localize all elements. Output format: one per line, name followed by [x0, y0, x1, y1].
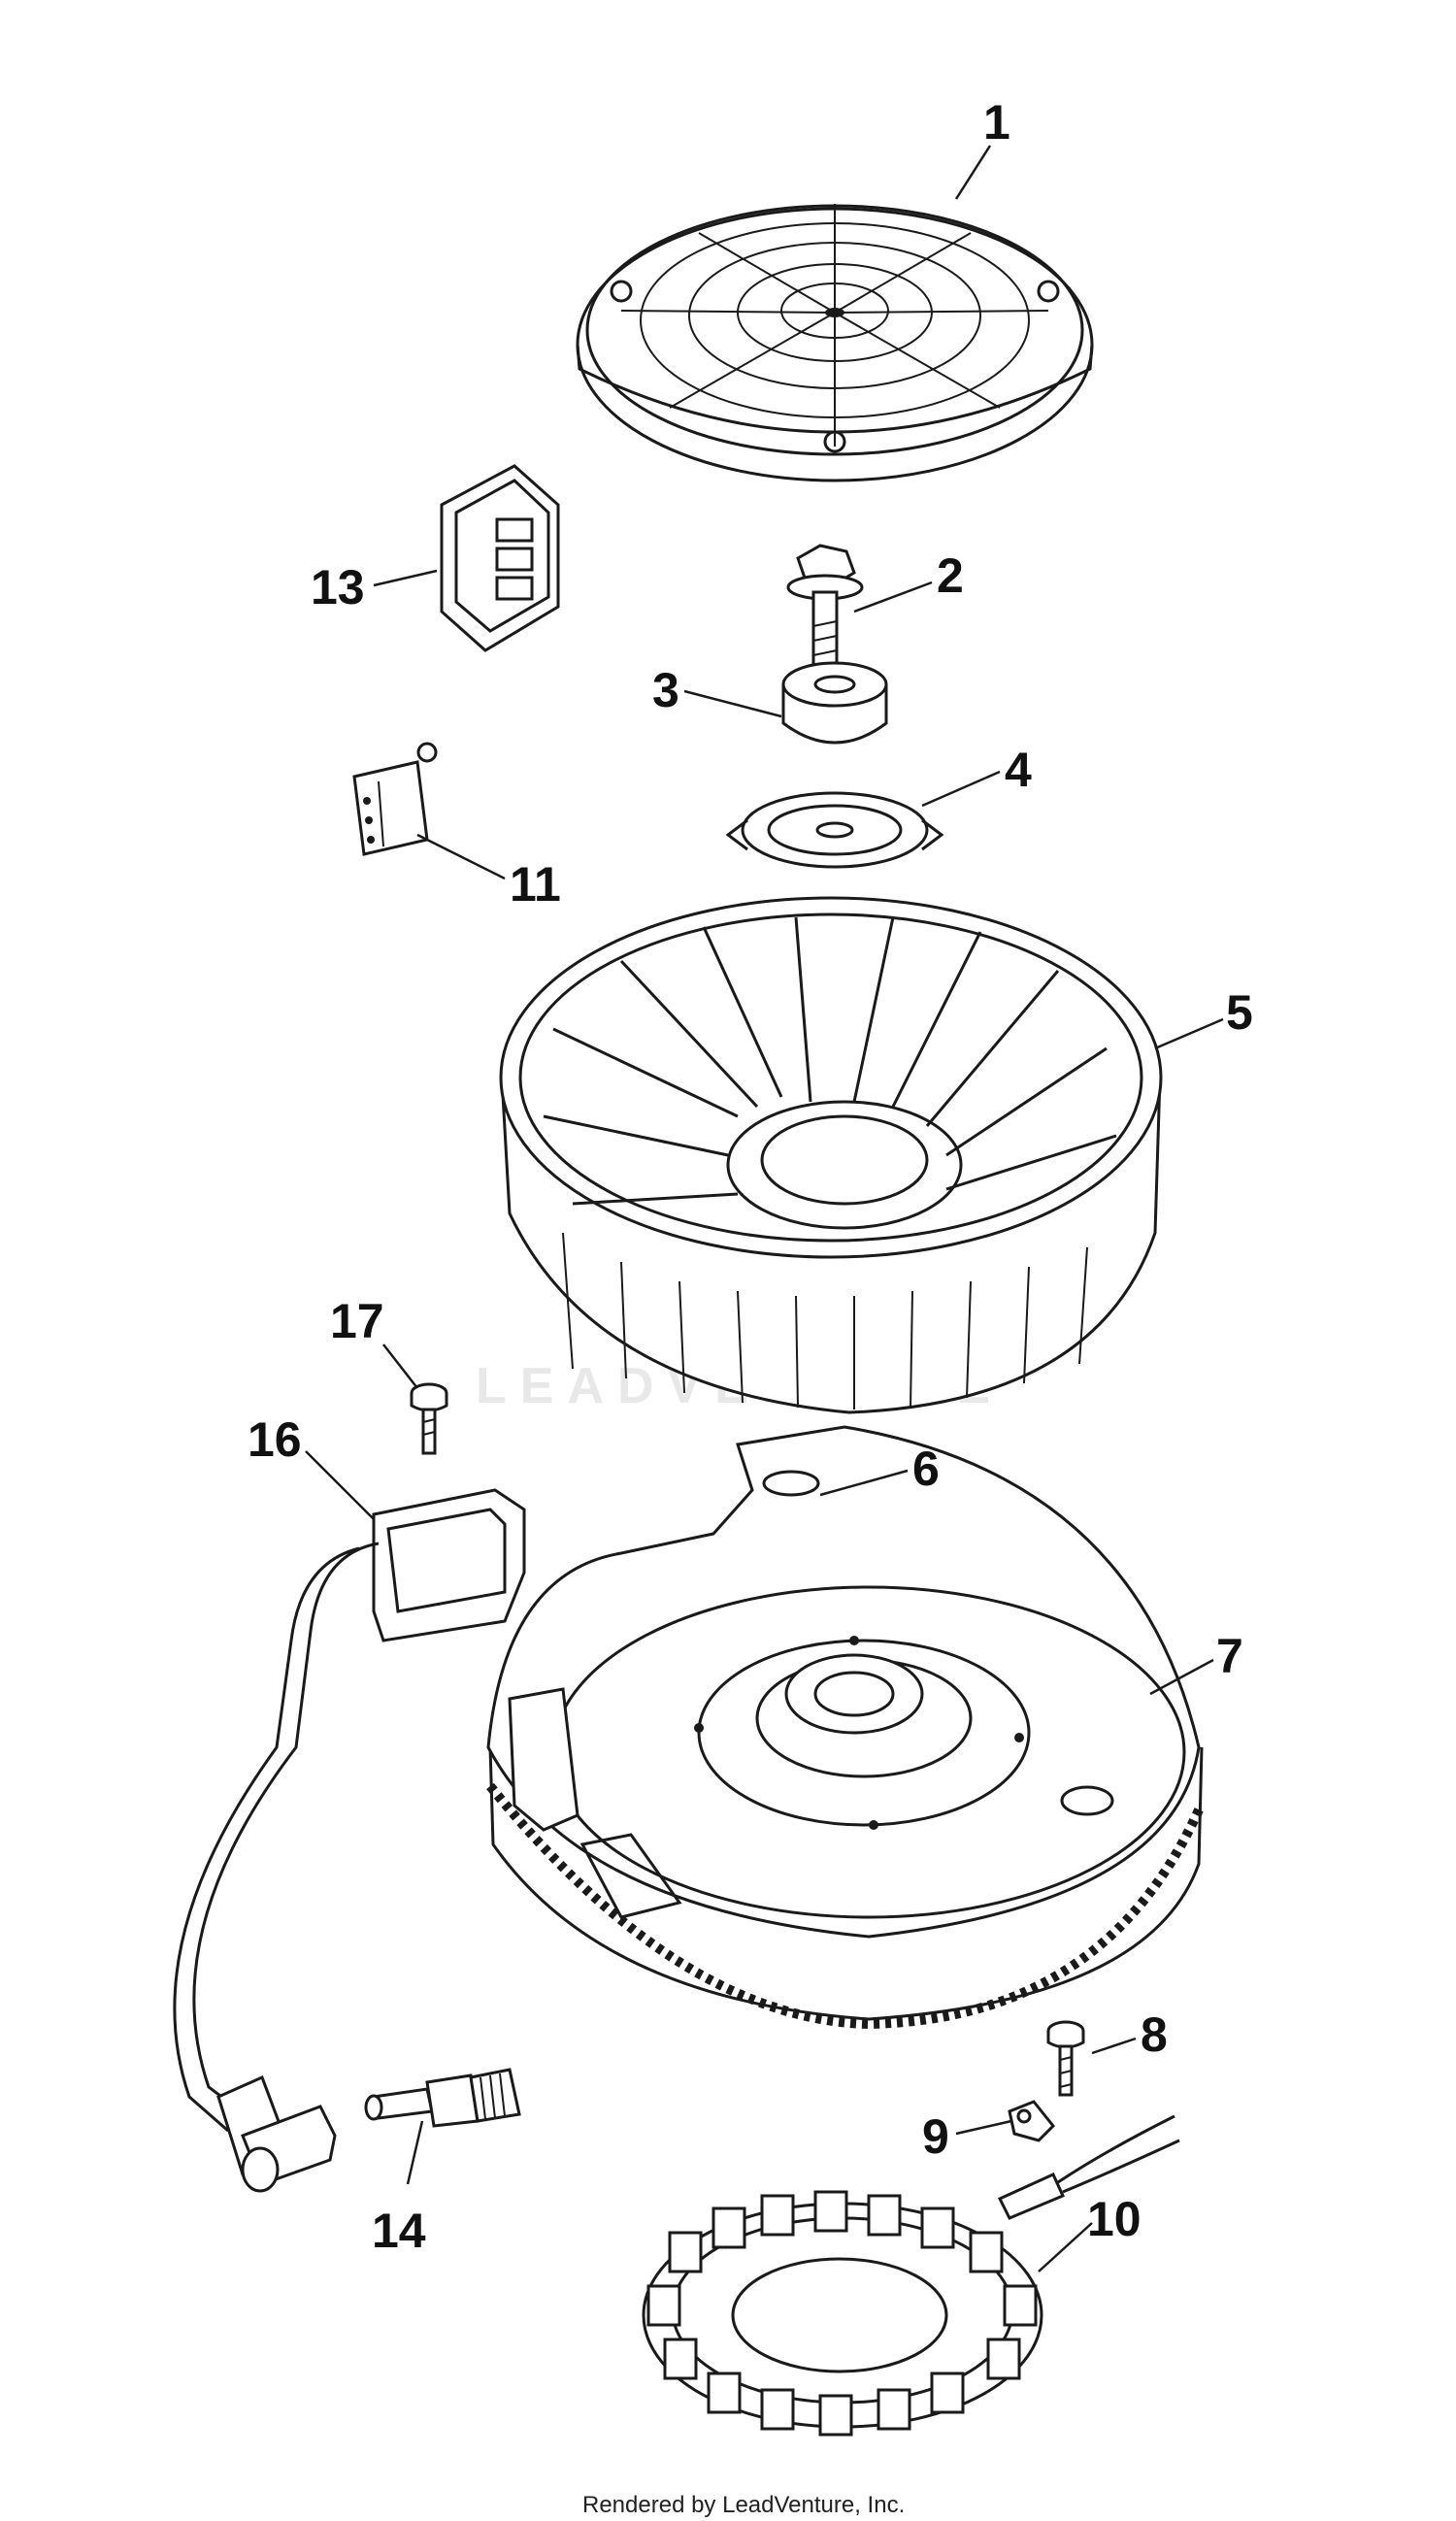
part-7-flywheel[interactable] — [486, 1425, 1206, 2030]
callout-14[interactable]: 14 — [372, 2204, 426, 2258]
footer-credit: Rendered by LeadVenture, Inc. — [582, 2492, 905, 2518]
callout-11[interactable]: 11 — [510, 857, 561, 912]
callout-labels: 1 2 3 4 5 6 7 8 9 10 11 13 14 16 17 — [248, 95, 1253, 2258]
part-5-fan[interactable] — [499, 896, 1163, 1414]
part-16-ignition-module[interactable] — [173, 1488, 526, 2193]
callout-3[interactable]: 3 — [652, 663, 679, 717]
callout-10[interactable]: 10 — [1087, 2192, 1142, 2246]
callout-9[interactable]: 9 — [922, 2109, 949, 2164]
part-3-washer[interactable] — [781, 661, 888, 745]
leader-lines — [305, 145, 1224, 2272]
callout-16[interactable]: 16 — [248, 1412, 302, 1467]
callout-4[interactable]: 4 — [1005, 743, 1032, 797]
callout-2[interactable]: 2 — [937, 548, 964, 603]
callout-13[interactable]: 13 — [311, 560, 365, 614]
part-10-stator[interactable] — [642, 2114, 1180, 2437]
part-13-regulator[interactable] — [440, 464, 560, 652]
part-9-clamp[interactable] — [1008, 2100, 1056, 2142]
callout-17[interactable]: 17 — [330, 1294, 384, 1348]
part-17-screw[interactable] — [410, 1382, 448, 1455]
part-4-fan-retainer[interactable] — [725, 791, 944, 869]
callout-1[interactable]: 1 — [983, 95, 1010, 149]
callout-7[interactable]: 7 — [1216, 1629, 1243, 1683]
callout-6[interactable]: 6 — [912, 1442, 940, 1496]
part-8-screw[interactable] — [1046, 2020, 1085, 2097]
callout-5[interactable]: 5 — [1226, 985, 1253, 1040]
callout-8[interactable]: 8 — [1141, 2007, 1168, 2062]
part-1-grass-screen[interactable] — [576, 204, 1094, 482]
part-14-spark-plug[interactable] — [364, 2068, 521, 2128]
